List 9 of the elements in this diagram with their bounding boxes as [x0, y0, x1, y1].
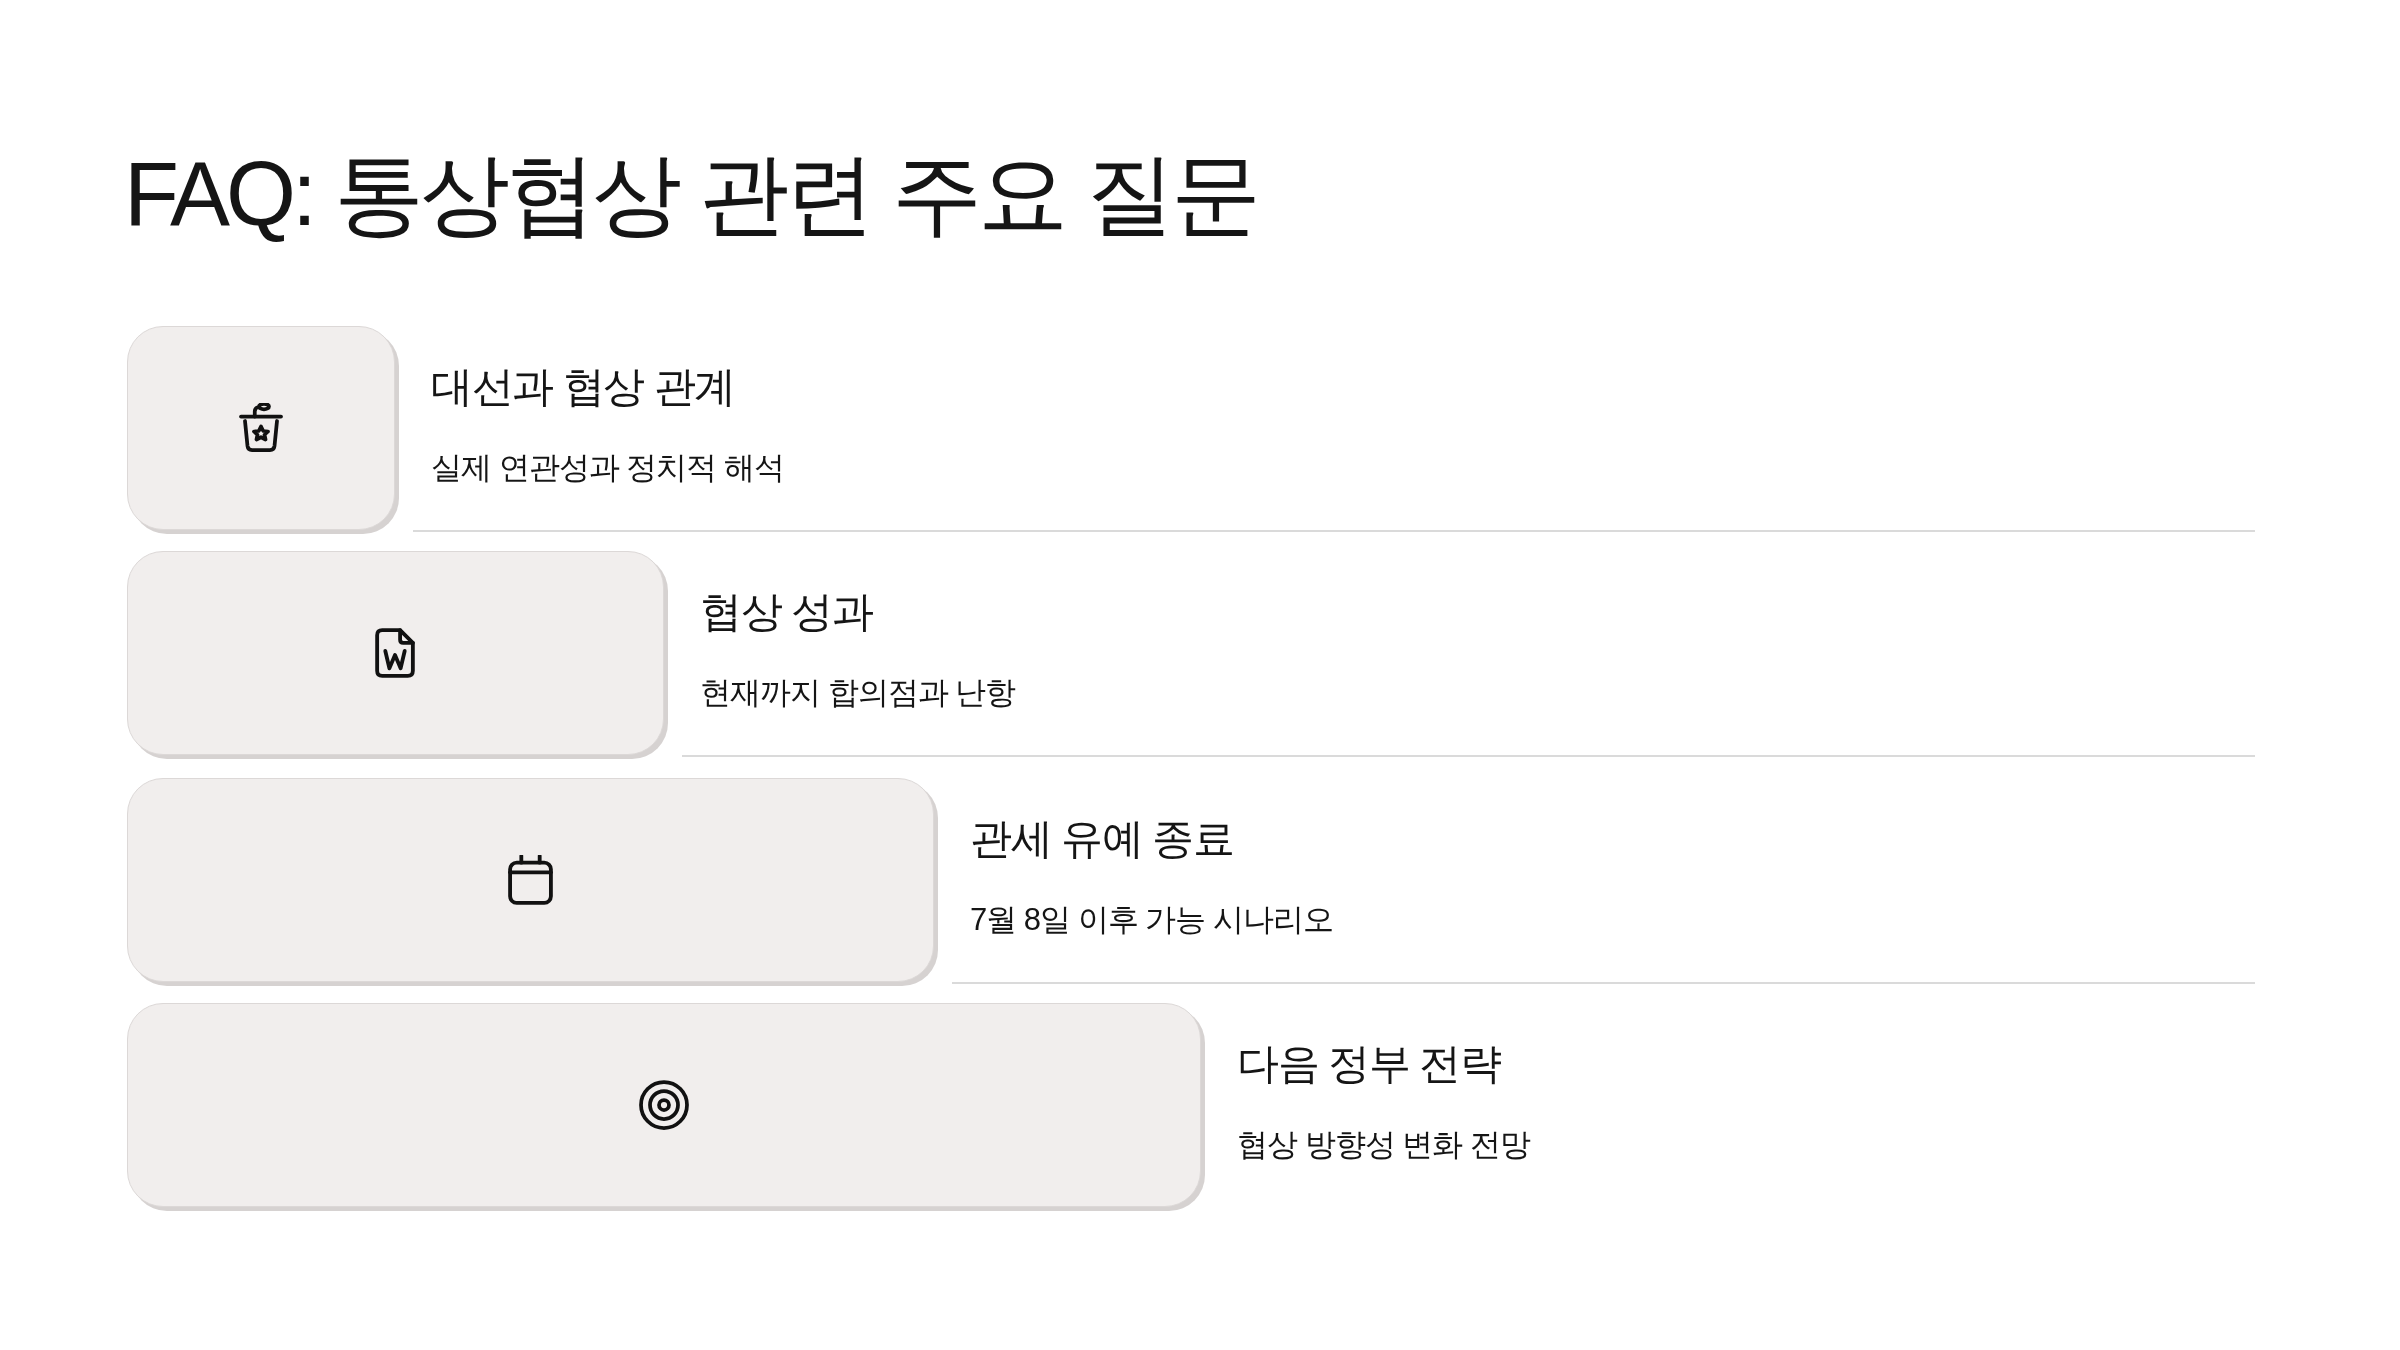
question-heading: 협상 성과: [700, 587, 873, 637]
question-heading: 다음 정부 전략: [1237, 1039, 1501, 1089]
answer-summary: 7월 8일 이후 가능 시나리오: [970, 901, 1333, 939]
answer-summary: 현재까지 합의점과 난항: [700, 674, 1016, 712]
answer-summary: 실제 연관성과 정치적 해석: [431, 449, 784, 487]
page-title: FAQ: 통상협상 관련 주요 질문: [124, 143, 1258, 246]
question-heading: 대선과 협상 관계: [431, 362, 735, 412]
answer-summary: 협상 방향성 변화 전망: [1237, 1126, 1530, 1164]
question-heading: 관세 유예 종료: [970, 814, 1234, 864]
